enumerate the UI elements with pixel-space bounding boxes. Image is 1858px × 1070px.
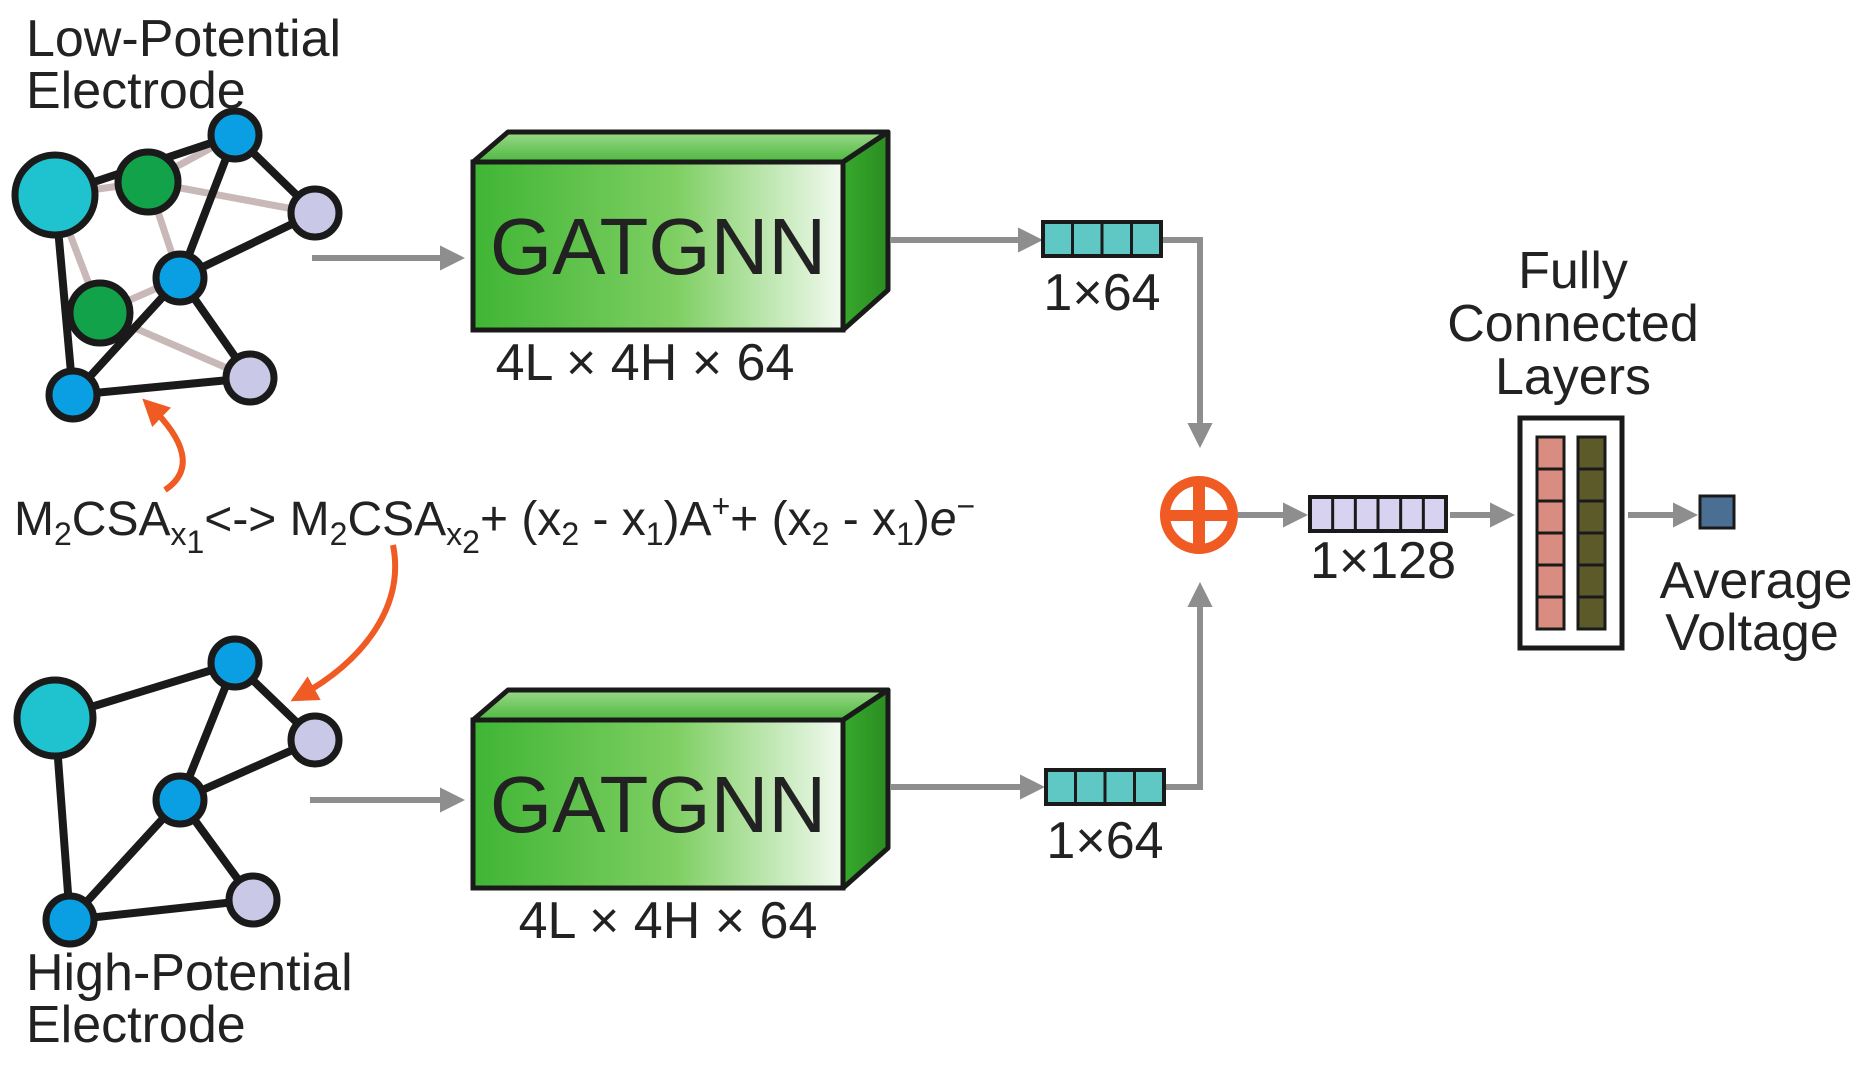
eq-part: - x bbox=[579, 493, 646, 546]
eq-part: )A bbox=[664, 493, 712, 546]
orange-arrow-to-low-graph bbox=[142, 398, 186, 493]
output-node bbox=[1698, 494, 1736, 530]
high-node-lavender-right bbox=[287, 712, 343, 768]
gatgnn-top-title: GATGNN bbox=[490, 202, 826, 291]
fc-label-line2: Connected bbox=[1447, 295, 1699, 353]
vector-top-label: 1×64 bbox=[1043, 264, 1160, 322]
gatgnn-top-face bbox=[470, 129, 891, 165]
eq-sub: 2 bbox=[330, 516, 348, 552]
gatgnn-block-bottom: GATGNN bbox=[470, 687, 891, 891]
eq-sub: x bbox=[446, 516, 462, 552]
fc-outer-box bbox=[1517, 415, 1625, 651]
high-electrode-label-line2: Electrode bbox=[26, 996, 246, 1054]
eq-sub: x bbox=[170, 516, 186, 552]
eq-part: + (x bbox=[480, 493, 561, 546]
vector-top bbox=[1041, 220, 1163, 258]
eq-subsub: 2 bbox=[462, 524, 480, 560]
eq-sub: 2 bbox=[561, 516, 579, 552]
vector-concat-label: 1×128 bbox=[1310, 532, 1456, 590]
low-electrode-label-line2: Electrode bbox=[26, 62, 246, 120]
high-node-blue-top bbox=[207, 635, 263, 691]
low-node-green-1 bbox=[114, 148, 182, 216]
gatgnn-front-face bbox=[470, 717, 846, 891]
vector-bottom bbox=[1044, 768, 1166, 806]
vector-bottom-label: 1×64 bbox=[1046, 812, 1163, 870]
fc-layers-block bbox=[1517, 415, 1625, 651]
low-node-cyan-large bbox=[11, 151, 99, 239]
fc-cells bbox=[1537, 467, 1605, 599]
vector-top-cells bbox=[1071, 222, 1133, 256]
eq-part: e bbox=[930, 493, 957, 546]
eq-sub: 1 bbox=[896, 516, 914, 552]
eq-sub: 2 bbox=[54, 516, 72, 552]
reaction-equation: M2CSAx1<-> M2CSAx2+ (x2 - x1)A++ (x2 - x… bbox=[14, 488, 975, 560]
low-electrode-label-line1: Low-Potential bbox=[26, 10, 341, 68]
high-potential-graph bbox=[13, 635, 343, 948]
gatgnn-side-face bbox=[840, 687, 891, 891]
low-node-lavender-right bbox=[287, 185, 343, 241]
eq-sub: 2 bbox=[812, 516, 830, 552]
fc-label-line3: Layers bbox=[1495, 348, 1651, 406]
vector-concat bbox=[1308, 495, 1448, 533]
low-node-blue-bottom bbox=[45, 367, 101, 423]
gatgnn-top-face bbox=[470, 687, 891, 723]
eq-part: + (x bbox=[730, 493, 811, 546]
low-potential-graph bbox=[11, 107, 343, 423]
low-node-blue-center bbox=[152, 250, 208, 306]
low-node-green-2 bbox=[66, 279, 134, 347]
low-node-lavender-bottom bbox=[222, 350, 278, 406]
eq-sup: + bbox=[712, 488, 731, 524]
high-node-blue-bottom bbox=[42, 892, 98, 948]
vector-concat-cells bbox=[1331, 497, 1425, 531]
arrow-vector-top-to-concat bbox=[1163, 237, 1213, 449]
gatgnn-front-face bbox=[470, 159, 846, 333]
high-node-lavender-bottom bbox=[225, 872, 281, 928]
gatgnn-side-face bbox=[840, 129, 891, 333]
arrow-vector-bottom-to-concat bbox=[1166, 581, 1213, 790]
eq-part: ) bbox=[914, 493, 930, 546]
gatgnn-bottom-dims: 4L × 4H × 64 bbox=[519, 892, 818, 950]
output-label-line2: Voltage bbox=[1665, 604, 1839, 662]
vector-bottom-cells bbox=[1074, 770, 1136, 804]
orange-arrow-to-high-graph bbox=[290, 544, 399, 702]
eq-subsub: 1 bbox=[186, 524, 204, 560]
eq-part: <-> M bbox=[204, 493, 329, 546]
low-node-blue-top bbox=[207, 107, 263, 163]
gatgnn-block-top: GATGNN bbox=[470, 129, 891, 333]
eq-part: CSA bbox=[72, 493, 171, 546]
high-electrode-label-line1: High-Potential bbox=[26, 944, 353, 1002]
eq-part: M bbox=[14, 493, 54, 546]
eq-part: CSA bbox=[347, 493, 446, 546]
output-label-line1: Average bbox=[1660, 552, 1853, 610]
gatgnn-bottom-title: GATGNN bbox=[490, 760, 826, 849]
high-node-blue-center bbox=[152, 772, 208, 828]
fc-label-line1: Fully bbox=[1518, 242, 1628, 300]
concat-plus-icon bbox=[1160, 476, 1238, 554]
eq-sup: − bbox=[957, 488, 976, 524]
eq-part: - x bbox=[829, 493, 896, 546]
eq-sub: 1 bbox=[646, 516, 664, 552]
high-node-cyan-large bbox=[13, 676, 97, 760]
gatgnn-top-dims: 4L × 4H × 64 bbox=[496, 334, 795, 392]
